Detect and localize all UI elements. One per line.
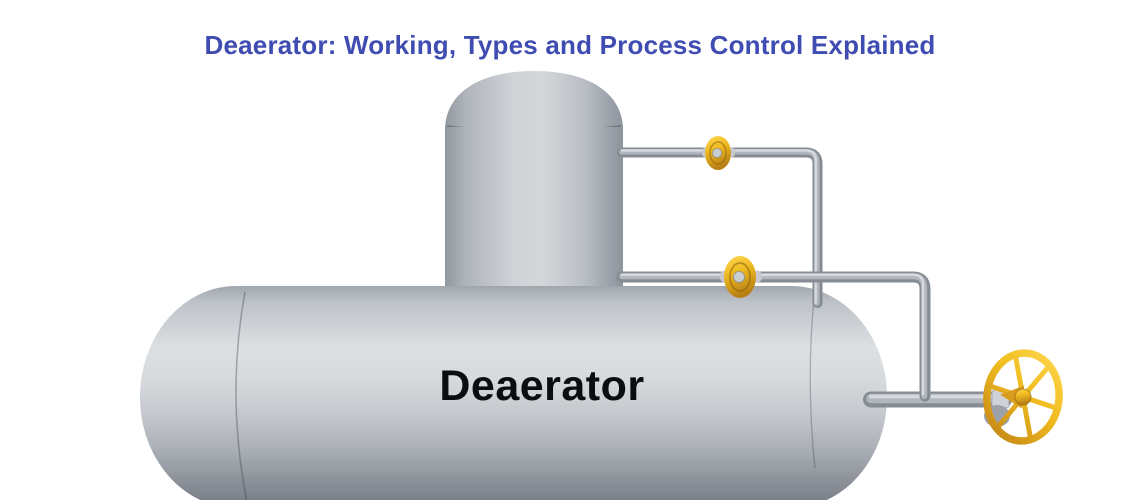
outlet-pipe	[863, 391, 1012, 408]
handwheel	[983, 349, 1063, 445]
valve-disc-rim	[729, 262, 751, 292]
upper-inline-valve	[702, 136, 735, 170]
valve-disc-rim	[709, 141, 727, 165]
valve-hub	[733, 271, 745, 283]
deaerator-dome-tower	[445, 71, 623, 303]
tank-left-seam-line	[235, 291, 248, 500]
piping	[616, 147, 1012, 408]
handwheel-valve	[983, 349, 1063, 445]
horizontal-storage-tank	[140, 286, 887, 500]
tank-right-seam-line	[809, 296, 816, 469]
tower-shell	[445, 127, 623, 303]
vent-pipe	[617, 147, 823, 308]
vessel-label: Deaerator	[439, 362, 644, 410]
page-title: Deaerator: Working, Types and Process Co…	[205, 30, 936, 60]
dome-cap	[445, 71, 623, 130]
recirculation-pipe	[616, 271, 931, 402]
lower-inline-valve	[720, 256, 762, 298]
tank-shell	[140, 286, 887, 500]
handwheel-hub	[1014, 388, 1032, 406]
valve-hub	[712, 148, 722, 158]
handwheel-rim	[983, 349, 1063, 445]
